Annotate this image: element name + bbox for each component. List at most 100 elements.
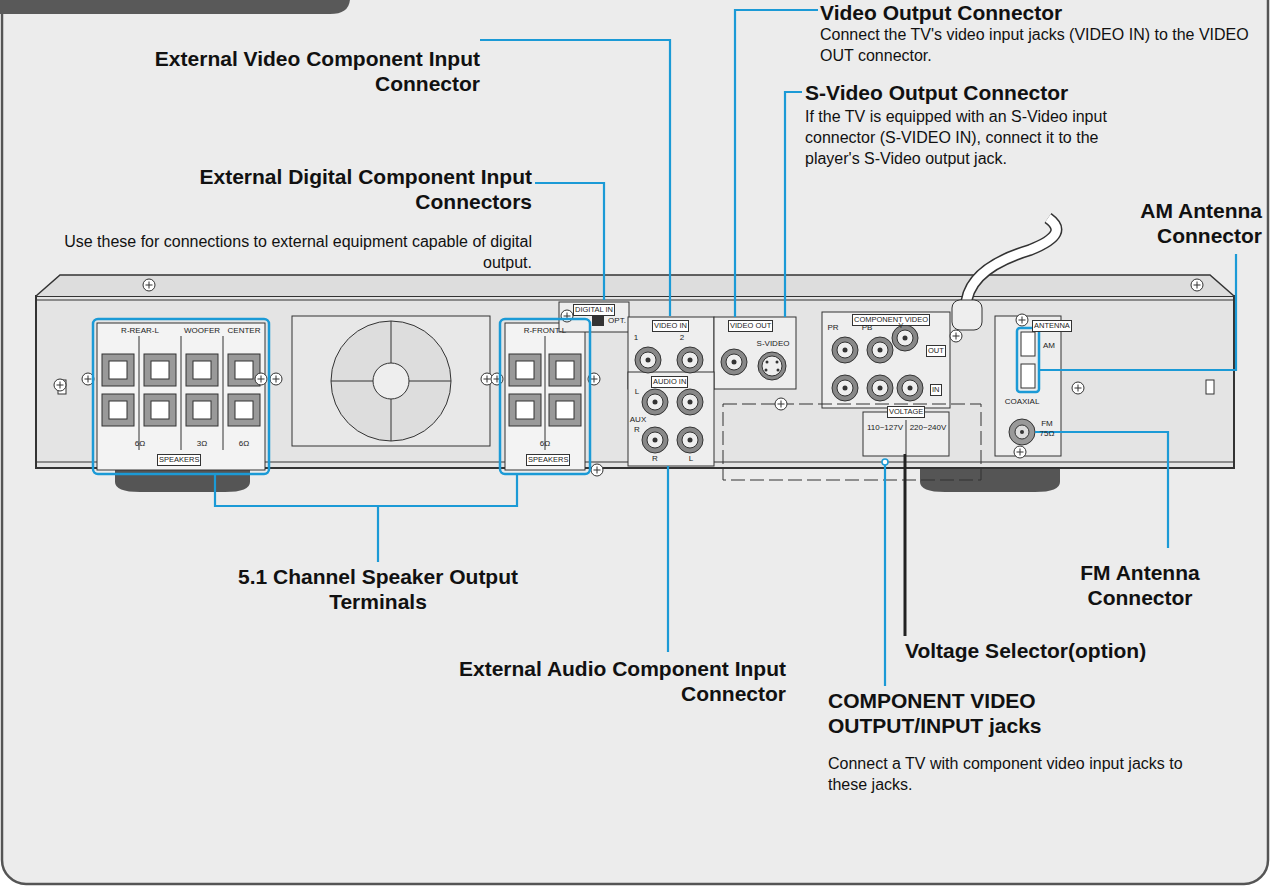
- rca-jack: [677, 389, 703, 415]
- callout-title: 5.1 Channel Speaker Output Terminals: [228, 564, 528, 614]
- screw: [1075, 385, 1082, 392]
- fan-grille: [292, 316, 490, 446]
- rca-jack: [837, 380, 853, 396]
- fan-spokes: [331, 321, 451, 441]
- fan: [331, 321, 451, 441]
- leader-line: [535, 183, 604, 300]
- leader-line: [884, 462, 886, 686]
- rca-jack: [878, 348, 883, 353]
- rca-jack: [867, 375, 893, 401]
- speaker-terminal: [193, 361, 211, 379]
- heading-tab: [0, 0, 350, 14]
- terminal-label: AM: [1040, 342, 1058, 350]
- jack-label: 75Ω: [1036, 430, 1058, 438]
- jack-label: Y: [896, 322, 906, 330]
- speaker-terminal: [151, 401, 169, 419]
- callout-title: AM Antenna Connector: [1080, 198, 1262, 248]
- rca-jack: [653, 400, 658, 405]
- divider: [545, 336, 546, 450]
- chassis-edge: [36, 300, 1234, 301]
- speaker-terminal: [516, 401, 534, 419]
- rca-jack: [682, 432, 698, 448]
- rca-jack: [872, 342, 888, 358]
- terminal-label: CENTER: [223, 327, 265, 335]
- callout-title: Voltage Selector(option): [905, 638, 1205, 663]
- rca-jack: [843, 348, 848, 353]
- screw: [258, 376, 265, 383]
- panel-tag: SPEAKERS: [157, 454, 201, 466]
- leader-dot: [882, 459, 888, 465]
- digital-in-panel: [559, 302, 629, 332]
- highlight-box: [1017, 328, 1039, 392]
- speaker-terminal: [556, 361, 574, 379]
- jack-label: L: [633, 388, 641, 396]
- rca-jack: [897, 330, 913, 346]
- panel-tag: VIDEO IN: [652, 320, 689, 332]
- screw: [484, 376, 491, 383]
- cable-grommet: [952, 300, 982, 330]
- am-terminal: [1021, 364, 1035, 388]
- impedance-label: 3Ω: [181, 440, 223, 448]
- terminal-label: R-FRONT-L: [505, 327, 585, 335]
- rca-jack: [908, 386, 913, 391]
- s-video-pin: [776, 361, 779, 364]
- rca-jack: [647, 394, 663, 410]
- jack-label: AUX: [629, 416, 647, 424]
- rca-jack: [647, 432, 663, 448]
- s-video-jack: [762, 356, 782, 376]
- rca-jack: [642, 427, 668, 453]
- speaker-terminal: [235, 401, 253, 419]
- rca-jack: [642, 389, 668, 415]
- jack-label: R: [633, 426, 641, 434]
- callout-note: If the TV is equipped with an S-Video in…: [805, 107, 1135, 169]
- panel-tag: AUDIO IN: [651, 376, 688, 388]
- rca-jack: [897, 375, 923, 401]
- rca-jack: [902, 380, 918, 396]
- speaker-terminal: [186, 394, 218, 426]
- jack-number: 2: [678, 334, 686, 342]
- rca-jack: [640, 352, 656, 368]
- voltage-option: 220~240V: [909, 424, 947, 432]
- rca-jack: [682, 352, 698, 368]
- screw: [1191, 279, 1203, 291]
- screw: [1016, 314, 1028, 326]
- s-video-pin: [765, 369, 768, 372]
- screw: [591, 376, 598, 383]
- callout-title: S-Video Output Connector: [805, 80, 1135, 105]
- speaker-terminal: [509, 394, 541, 426]
- rca-jack: [688, 358, 693, 363]
- s-video-pin: [777, 369, 780, 372]
- chassis-top: [36, 275, 1234, 296]
- rca-jack: [646, 358, 651, 363]
- rca-jack: [726, 354, 742, 370]
- callout-note: Use these for connections to external eq…: [60, 232, 532, 274]
- speaker-terminal: [549, 394, 581, 426]
- speaker-terminal: [549, 354, 581, 386]
- speaker-terminal: [109, 361, 127, 379]
- fm-coax-jack: [1020, 430, 1024, 434]
- panel-tag: SPEAKERS: [526, 454, 570, 466]
- leader-line: [215, 474, 517, 562]
- panel-tag: OUT: [926, 345, 946, 357]
- rca-jack: [832, 375, 858, 401]
- speaker-terminal: [144, 394, 176, 426]
- impedance-label: 6Ω: [505, 440, 585, 448]
- power-cable: [966, 218, 1056, 308]
- jack-label: L: [686, 455, 696, 463]
- leader-line: [1035, 432, 1168, 548]
- rca-jack: [903, 336, 908, 341]
- screw: [270, 373, 282, 385]
- power-cable: [966, 218, 1056, 308]
- screw: [57, 382, 64, 389]
- screw: [273, 376, 280, 383]
- impedance-label: 6Ω: [223, 440, 265, 448]
- rca-jack: [843, 386, 848, 391]
- speaker-terminal-block: [97, 323, 265, 470]
- slot: [1206, 380, 1214, 394]
- rca-jack: [832, 337, 858, 363]
- video-out-panel: [714, 317, 796, 389]
- divider: [139, 336, 140, 450]
- jack-number: 1: [632, 334, 640, 342]
- s-video-jack: [758, 352, 786, 380]
- rca-jack: [732, 360, 737, 365]
